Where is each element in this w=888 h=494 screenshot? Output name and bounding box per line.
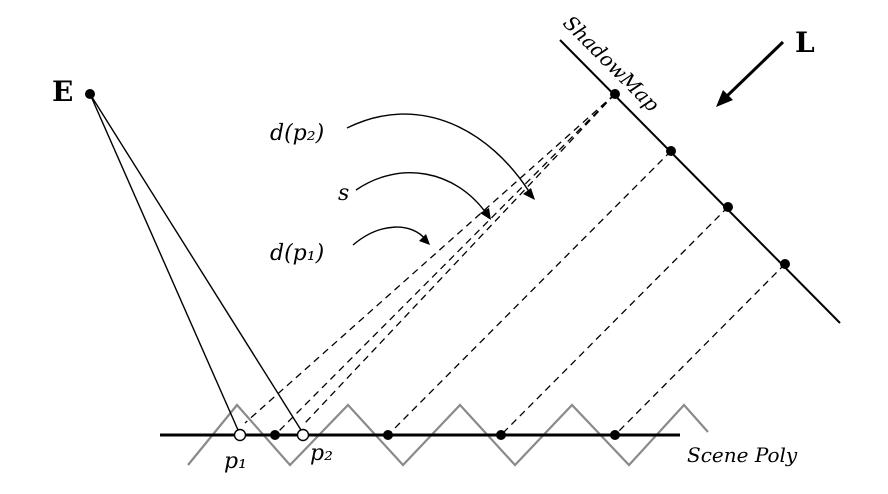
s-arrow-head — [480, 208, 491, 220]
eye-point — [85, 89, 95, 99]
d-p2-arrow — [346, 113, 531, 194]
scene-sample-3 — [496, 430, 506, 440]
shadow-map-texel-1 — [610, 89, 620, 99]
projection-line-texel-1c — [304, 93, 616, 424]
shadow-map-texel-2 — [666, 146, 676, 156]
light-direction-arrow — [725, 40, 785, 98]
projection-line-texel-2 — [387, 150, 672, 436]
shadow-map-texel-3 — [723, 202, 733, 212]
d-p1-arrow — [352, 226, 427, 246]
shadow-map-texel-4 — [780, 259, 790, 269]
projection-line-texel-1b — [274, 93, 616, 436]
eye-ray-p1 — [89, 93, 239, 431]
d-p2-arrow-head — [523, 188, 535, 200]
point-p2 — [296, 428, 310, 442]
s-arrow — [355, 172, 487, 214]
scene-sample-1 — [270, 430, 280, 440]
s-label: s — [338, 181, 349, 206]
scene-zigzag-surface — [187, 403, 709, 467]
point-p1 — [233, 428, 247, 442]
shadow-map-line — [559, 39, 841, 324]
p1-label: p₁ — [224, 449, 247, 474]
scene-poly-label: Scene Poly — [687, 443, 798, 467]
p2-label: p₂ — [310, 441, 333, 466]
light-arrow-head — [716, 90, 733, 107]
d-p1-label: d(p₁) — [270, 241, 324, 266]
shadow-map-label: ShadowMap — [558, 11, 664, 117]
projection-lines — [244, 93, 786, 436]
d-p2-label: d(p₂) — [270, 121, 324, 146]
projection-line-texel-3 — [500, 206, 729, 436]
eye-ray-p2 — [89, 93, 302, 431]
scene-sample-2 — [383, 430, 393, 440]
eye-label: E — [52, 75, 73, 108]
scene-sample-4 — [610, 430, 620, 440]
projection-line-texel-1a — [244, 93, 616, 424]
projection-line-texel-4 — [614, 263, 786, 436]
light-label: L — [795, 26, 815, 59]
d-p1-arrow-head — [419, 234, 430, 245]
